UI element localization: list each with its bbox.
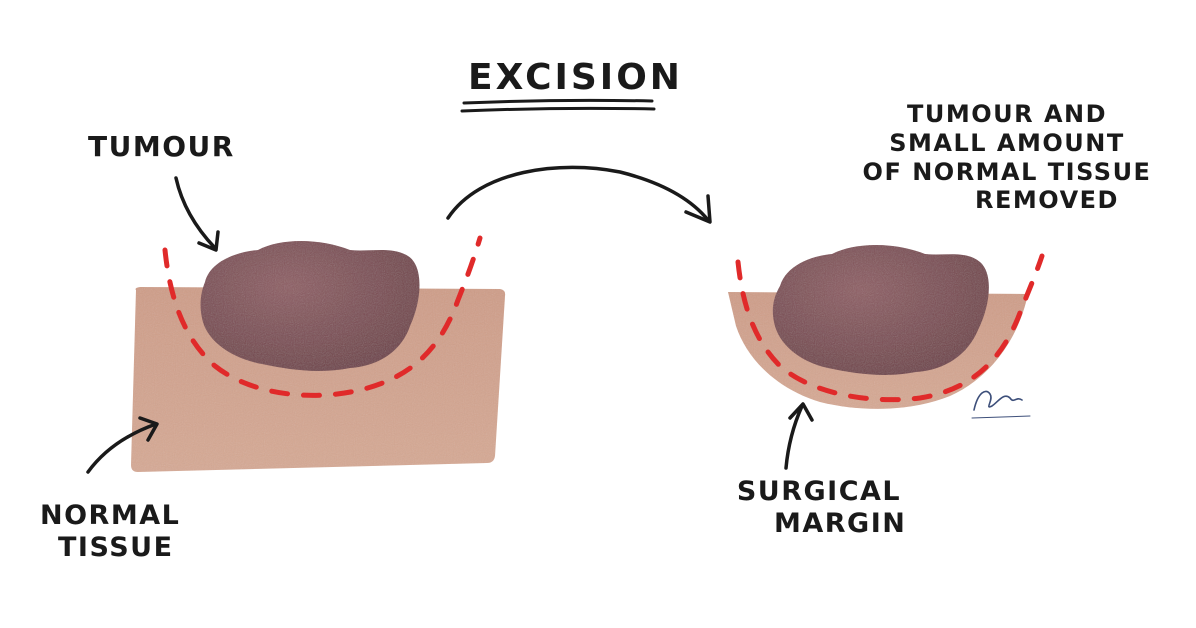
tumour-left: [200, 241, 420, 371]
surgical-margin-label-line: MARGIN: [774, 508, 907, 540]
tumour-right: [772, 245, 989, 375]
margin-line-left: [162, 235, 483, 398]
normal-tissue-arrow-icon: [86, 416, 159, 474]
excision-curved-arrow-icon: [446, 165, 712, 224]
removed-label-line: OF NORMAL TISSUE: [862, 157, 1152, 186]
normal-tissue-label-line: NORMAL: [40, 500, 181, 531]
removed-label-line: SMALL AMOUNT: [889, 128, 1125, 157]
signature-mark-icon: [971, 390, 1031, 419]
removed-label: TUMOUR AND SMALL AMOUNT OF NORMAL TISSUE…: [862, 100, 1152, 215]
title-underline: [462, 98, 654, 105]
normal-tissue-label: NORMAL TISSUE: [40, 500, 180, 565]
removed-label-line: TUMOUR AND: [906, 100, 1108, 128]
surgical-margin-label: SURGICAL MARGIN: [734, 476, 907, 541]
tumour-label: TUMOUR: [88, 130, 235, 163]
diagram-title: EXCISION: [468, 57, 683, 98]
margin-line-right: [735, 253, 1045, 403]
tumour-arrow-icon: [174, 176, 220, 252]
surgical-margin-label-line: SURGICAL: [736, 476, 902, 507]
removed-label-line: REMOVED: [975, 186, 1119, 215]
surgical-margin-arrow-icon: [784, 402, 814, 470]
title-underline-2: [460, 106, 656, 113]
normal-tissue-label-line: TISSUE: [58, 532, 174, 564]
